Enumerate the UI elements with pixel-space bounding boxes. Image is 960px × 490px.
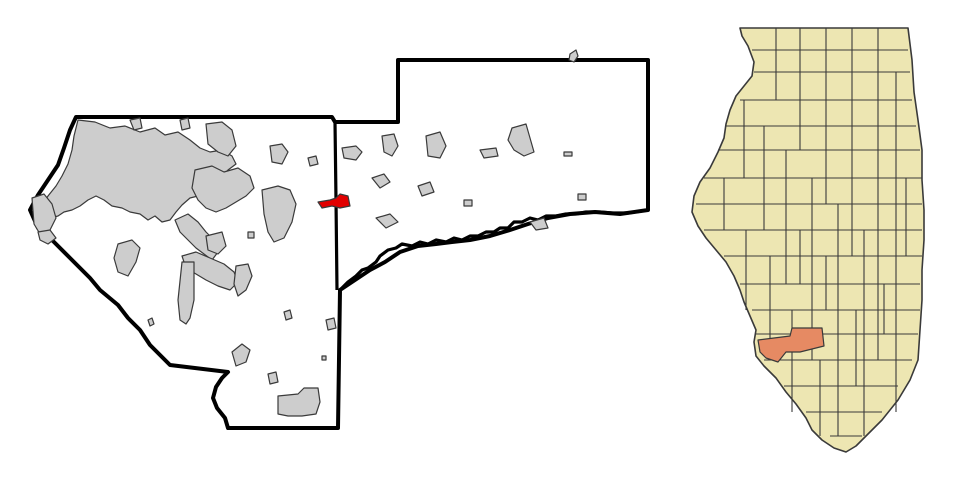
state-outline (691, 27, 925, 453)
county-map (28, 49, 650, 430)
place-east-7 (371, 173, 391, 189)
place-east-5 (507, 123, 535, 157)
place-swansea (261, 185, 297, 243)
place-small-4 (321, 355, 327, 361)
places-other (31, 117, 587, 417)
place-small-2 (283, 309, 293, 321)
place-collinsville (191, 165, 255, 213)
state-county-lines (696, 28, 922, 437)
place-small-5 (307, 155, 319, 167)
place-ofallon (269, 143, 289, 165)
place-small-1 (147, 317, 155, 327)
place-central-1 (233, 263, 253, 297)
place-millstadt (113, 239, 141, 277)
place-central-3 (179, 117, 191, 131)
place-east-1 (341, 145, 363, 161)
place-small-3 (247, 231, 255, 239)
state-highlight-county (757, 327, 825, 363)
place-south-4 (325, 317, 337, 331)
river-boundary (338, 208, 649, 292)
place-cahokia (31, 193, 57, 235)
place-east-8 (417, 181, 435, 197)
state-locator-map (691, 27, 925, 453)
place-highlight (317, 193, 351, 209)
place-south-2 (231, 343, 251, 367)
place-east-12 (529, 217, 549, 231)
place-belleville-strip (177, 261, 195, 325)
place-east-2 (381, 133, 399, 157)
place-east-9 (375, 213, 399, 229)
place-shiloh (205, 121, 237, 157)
place-east-3 (425, 131, 447, 159)
place-east-10 (463, 199, 473, 207)
place-south-marissa (277, 387, 321, 417)
place-dupo (37, 229, 57, 245)
place-east-11 (577, 193, 587, 201)
place-mid-county (205, 231, 227, 255)
place-east-6 (563, 151, 573, 157)
place-south-3 (267, 371, 279, 385)
place-top-tab (568, 49, 579, 63)
place-east-4 (479, 147, 499, 159)
place-central-2 (129, 117, 143, 131)
